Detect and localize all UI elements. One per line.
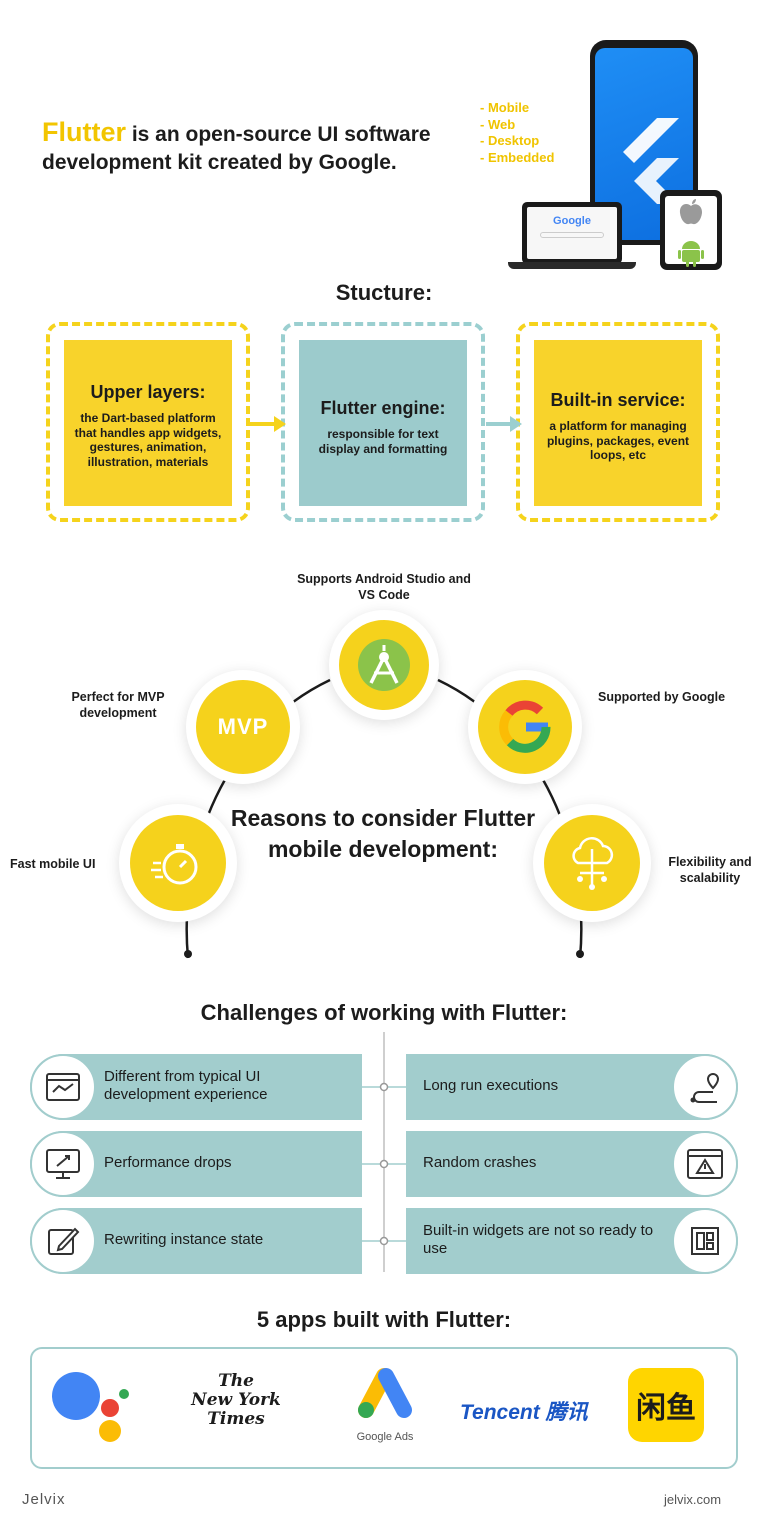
apps-container (30, 1347, 738, 1469)
card-body: responsible for text display and formatt… (318, 427, 448, 456)
built-in-service-card: Built-in service: a platform for managin… (534, 340, 702, 506)
tablet-screen (665, 196, 717, 267)
flutter-logo-icon (623, 118, 679, 204)
tencent-logo: Tencent 腾讯 (460, 1401, 588, 1424)
stopwatch-icon (151, 844, 198, 885)
challenge-text: Random crashes (423, 1154, 537, 1171)
challenges-divider (383, 1032, 385, 1272)
footer-url[interactable]: jelvix.com (664, 1492, 722, 1507)
reason-label: Flexibility and scalability (668, 855, 752, 885)
challenge-row: Built-in widgets are not so ready to use (406, 1208, 738, 1274)
android-studio-icon (358, 639, 410, 691)
challenge-row: Random crashes (406, 1131, 738, 1197)
card-title: Upper layers: (90, 382, 206, 402)
nyt-line: New York (191, 1390, 281, 1410)
reason-mvp: MVP (186, 670, 300, 784)
google-ads-label: Google Ads (356, 1431, 414, 1443)
platform-item: - Desktop (480, 133, 540, 148)
challenge-row: Long run executions (406, 1054, 738, 1120)
xianyu-label: 闲鱼 (636, 1392, 696, 1425)
intro-text: is an open-source UI software developmen… (42, 123, 431, 174)
laptop-brand-text: Google (553, 215, 591, 227)
google-assistant-logo (52, 1372, 129, 1442)
cloud-network-icon (572, 837, 614, 890)
reason-label: Perfect for MVP development (71, 690, 165, 720)
footer-brand: Jelvix (22, 1491, 66, 1508)
flutter-engine-card: Flutter engine: responsible for text dis… (299, 340, 467, 506)
reason-label: Fast mobile UI (10, 857, 96, 871)
reasons-title: Reasons to consider Flutter mobile devel… (230, 805, 536, 862)
intro-heading: Flutter is an open-source UI software de… (42, 118, 462, 177)
mvp-icon: MVP (217, 714, 269, 739)
platform-item: - Web (480, 116, 516, 132)
challenge-text: Rewriting instance state (104, 1231, 264, 1248)
upper-layers-card: Upper layers: the Dart-based platform th… (64, 340, 232, 506)
challenge-text: Long run executions (423, 1077, 559, 1094)
laptop-base (508, 262, 636, 269)
reason-flexibility (533, 804, 651, 922)
google-g-icon (499, 700, 551, 753)
laptop-screen: Google (527, 207, 617, 259)
arrow-right-icon (486, 416, 522, 432)
google-ads-logo: Google Ads (346, 1364, 424, 1443)
reason-google (468, 670, 582, 784)
challenges-title: Challenges of working with Flutter: (200, 1000, 568, 1025)
platform-item: - Mobile (480, 100, 530, 115)
challenge-text: Performance drops (104, 1154, 232, 1171)
browser-window-icon (30, 1054, 96, 1120)
android-icon (678, 241, 704, 267)
apps-title: 5 apps built with Flutter: (256, 1307, 512, 1332)
challenge-connectors (362, 1082, 406, 1246)
layout-widgets-icon (672, 1208, 738, 1274)
reason-fast-ui (119, 804, 237, 922)
monitor-rocket-icon (30, 1131, 96, 1197)
challenge-text: Different from typical UI development ex… (104, 1068, 268, 1103)
card-title: Built-in service: (550, 390, 686, 410)
google-ads-icon (358, 1368, 412, 1418)
nyt-line: The (218, 1371, 254, 1391)
upper-layers-frame (46, 322, 250, 522)
nyt-logo: The New York Times (188, 1372, 284, 1429)
reason-android-studio (329, 610, 439, 720)
challenge-text: Built-in widgets are not so ready to use (423, 1222, 654, 1257)
reason-label: Supports Android Studio and VS Code (297, 572, 471, 602)
structure-title: Stucture: (335, 280, 433, 305)
card-body: the Dart-based platform that handles app… (74, 411, 222, 469)
reason-label: Supported by Google (598, 690, 726, 704)
card-body: a platform for managing plugins, package… (546, 419, 690, 462)
warning-window-icon (672, 1131, 738, 1197)
xianyu-logo: 闲鱼 (628, 1368, 704, 1442)
card-title: Flutter engine: (320, 398, 446, 418)
edit-pencil-icon (30, 1208, 96, 1274)
intro-brand: Flutter (42, 117, 126, 147)
route-pin-icon (672, 1054, 738, 1120)
apple-icon (679, 199, 703, 225)
challenge-row: Performance drops (30, 1131, 362, 1197)
challenge-row: Rewriting instance state (30, 1208, 362, 1274)
challenge-row: Different from typical UI development ex… (30, 1054, 362, 1120)
platform-item: - Embedded (480, 149, 555, 165)
search-bar (540, 232, 604, 238)
platform-list: - Mobile - Web - Desktop - Embedded (480, 100, 554, 166)
nyt-line: Times (207, 1409, 265, 1429)
arrow-right-icon (250, 416, 286, 432)
